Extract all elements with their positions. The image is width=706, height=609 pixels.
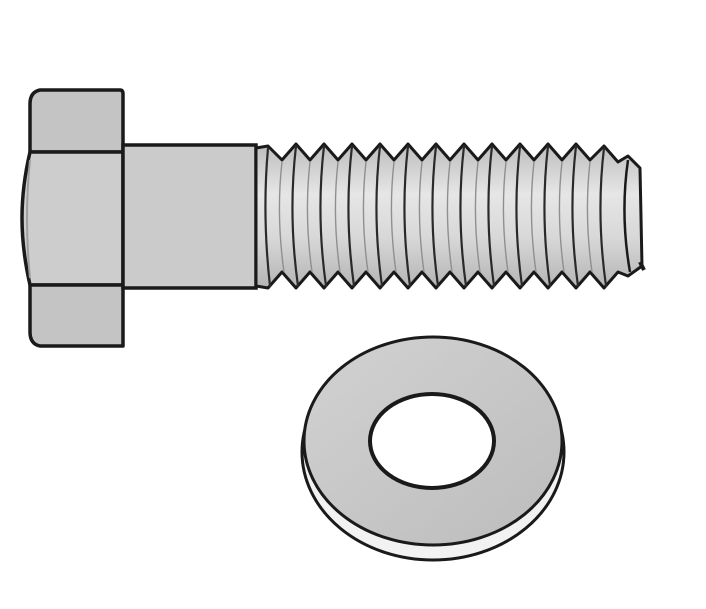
washer-hole — [368, 392, 496, 490]
bolt-shank — [121, 143, 258, 290]
bolt-head-chamfer-shade — [26, 159, 31, 279]
flat-washer — [300, 335, 566, 562]
bolt-tip-end-mark — [638, 261, 646, 271]
bolt-thread-helix-lines — [264, 144, 608, 288]
bolt-head-bottom-facet — [28, 283, 125, 348]
bolt-thread-helix-shadows — [278, 161, 593, 273]
bolt-head — [20, 88, 125, 348]
bolt-head-middle-facet — [20, 150, 125, 287]
bolt-thread — [254, 142, 646, 290]
hex-bolt — [20, 88, 646, 348]
bolt-tip-chamfer — [623, 159, 632, 273]
bolt-head-top-facet — [28, 88, 125, 154]
